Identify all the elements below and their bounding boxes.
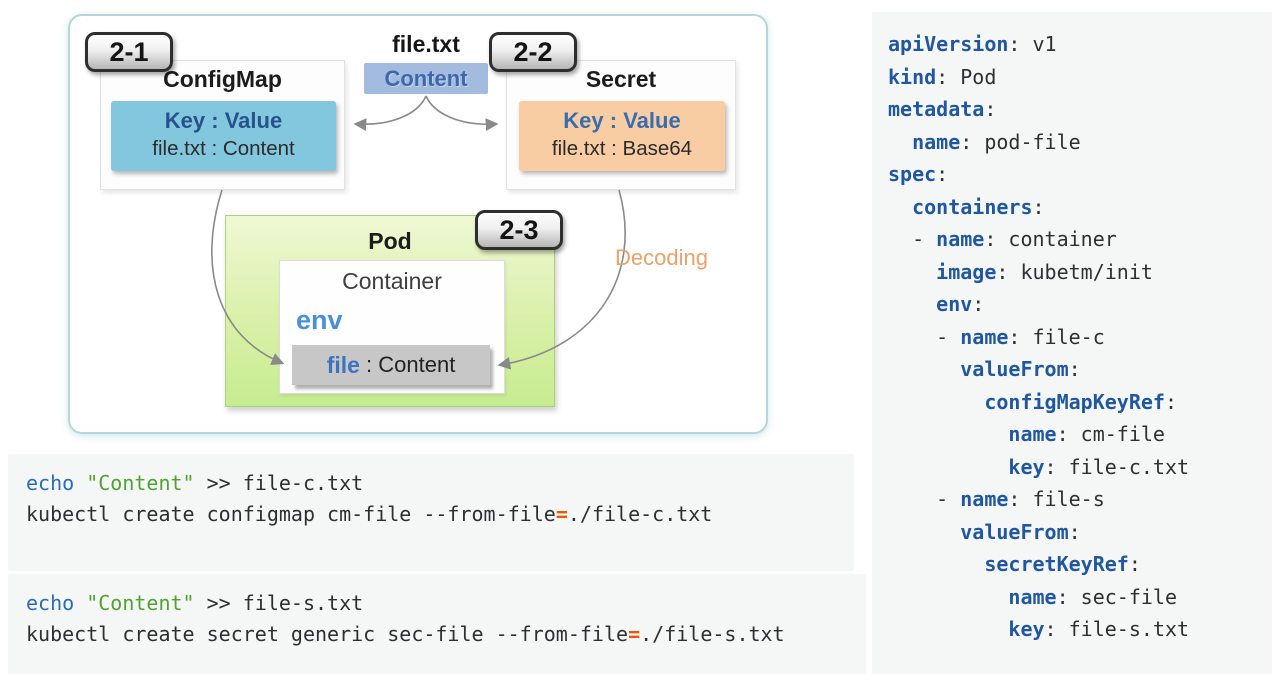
- code-line: - name: file-s: [888, 487, 1105, 511]
- configmap-file-content: file.txt : Content: [152, 137, 295, 160]
- arrow-content-to-secret: [425, 95, 499, 131]
- secret-kv-box: Key : Value file.txt : Base64: [519, 101, 725, 171]
- code-line: echo "Content" >> file-s.txt: [26, 591, 364, 615]
- shell-block-configmap: echo "Content" >> file-c.txt kubectl crea…: [8, 454, 854, 571]
- secret-file-base64: file.txt : Base64: [551, 137, 693, 160]
- code-line: name: cm-file: [1008, 422, 1165, 446]
- env-file-value: : Content: [359, 352, 456, 377]
- code-line: key: file-c.txt: [1008, 454, 1190, 479]
- code-line: echo "Content" >> file-c.txt: [26, 471, 364, 495]
- code-line: valueFrom:: [960, 357, 1081, 381]
- code-line: - name: container: [888, 227, 1117, 251]
- shell-block-secret: echo "Content" >> file-s.txt kubectl crea…: [8, 574, 866, 674]
- code-line: kind: Pod: [888, 64, 997, 89]
- container-title: Container: [342, 268, 442, 294]
- env-label: env: [296, 305, 343, 335]
- content-ribbon: Content: [364, 63, 488, 94]
- env-file-box: file : Content: [292, 345, 490, 385]
- configmap-box: ConfigMap Key : Value file.txt : Content: [100, 60, 345, 190]
- code-line: secretKeyRef:: [984, 552, 1141, 576]
- code-line: configMapKeyRef:: [984, 389, 1177, 414]
- arrow-content-to-configmap: [353, 95, 427, 131]
- pod-title: Pod: [368, 228, 412, 254]
- secret-title: Secret: [585, 66, 657, 92]
- secret-box: Secret Key : Value file.txt : Base64: [506, 60, 736, 190]
- badge-2-1: 2-1: [85, 32, 173, 72]
- code-line: name: pod-file: [912, 129, 1081, 154]
- code-line: containers:: [912, 194, 1045, 219]
- arrow-secret-to-env-file: [497, 189, 626, 370]
- badge-2-2: 2-2: [489, 32, 577, 72]
- code-line: key: file-s.txt: [1008, 617, 1190, 641]
- env-file-key: file: [326, 351, 360, 378]
- code-line: valueFrom:: [960, 519, 1081, 544]
- secret-key-value: Key : Value: [563, 108, 681, 133]
- configmap-title: ConfigMap: [163, 66, 282, 92]
- decoding-label: Decoding: [615, 245, 708, 270]
- code-line: env:: [936, 292, 985, 316]
- code-line: apiVersion: v1: [888, 32, 1057, 56]
- code-line: metadata:: [888, 97, 997, 121]
- badge-2-3: 2-3: [475, 210, 563, 250]
- code-line: spec:: [888, 162, 949, 186]
- arrow-configmap-to-env-file: [211, 189, 285, 366]
- diagram-arrows: [211, 95, 626, 370]
- code-line: kubectl create configmap cm-file --from-…: [26, 502, 713, 526]
- configmap-key-value: Key : Value: [164, 108, 283, 133]
- configmap-secret-pod-diagram: 2-1 2-2 2-3 file.txt Content ConfigMap K…: [68, 14, 768, 434]
- code-line: - name: file-c: [888, 324, 1105, 349]
- configmap-kv-box: Key : Value file.txt : Content: [111, 101, 336, 171]
- yaml-pod-spec-block: apiVersion: v1 kind: Pod metadata: name: p…: [872, 12, 1272, 674]
- code-line: image: kubetm/init: [936, 259, 1153, 284]
- code-line: kubectl create secret generic sec-file -…: [26, 622, 785, 646]
- code-line: name: sec-file: [1008, 584, 1178, 609]
- file-txt-label: file.txt: [392, 31, 460, 57]
